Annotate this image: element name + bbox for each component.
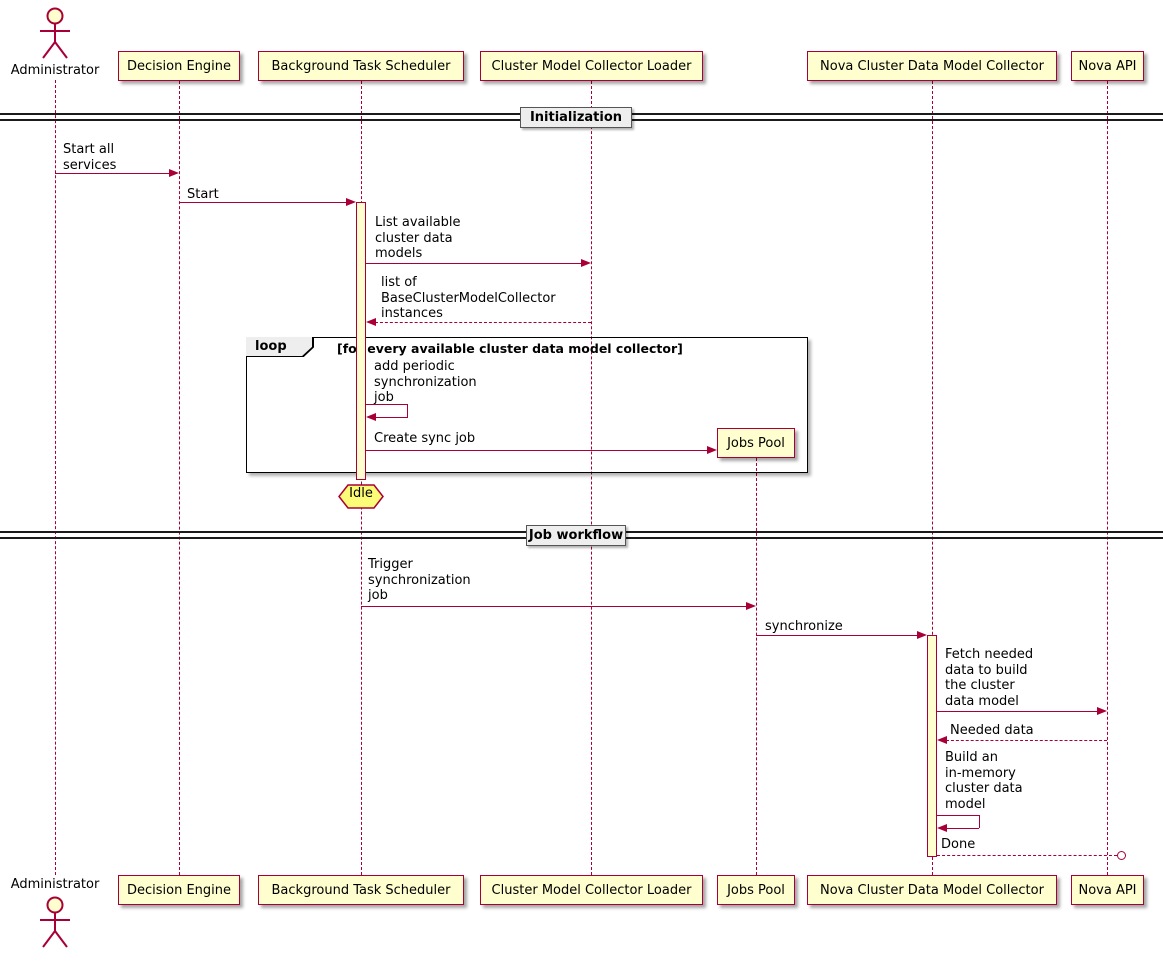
actor-name-bottom: Administrator bbox=[10, 877, 100, 892]
arrow-start-services bbox=[55, 173, 171, 174]
participant-loader-top: Cluster Model Collector Loader bbox=[480, 51, 703, 81]
lifeline-collector bbox=[932, 81, 933, 875]
arrowhead-left-icon bbox=[366, 318, 376, 326]
actor-name-top: Administrator bbox=[10, 63, 100, 78]
message-trigger: Trigger synchronization job bbox=[368, 557, 471, 603]
lifeline-decision-engine bbox=[179, 81, 180, 875]
message-start-services: Start all services bbox=[63, 142, 117, 173]
participant-scheduler-top: Background Task Scheduler bbox=[258, 51, 464, 81]
loop-frame: loop [for every available cluster data m… bbox=[246, 337, 808, 473]
arrowhead-right-icon bbox=[346, 198, 356, 206]
self-arrow-side bbox=[407, 404, 408, 417]
participant-nova-api-top: Nova API bbox=[1071, 51, 1144, 81]
actor-icon bbox=[40, 896, 70, 948]
arrowhead-left-icon bbox=[366, 413, 376, 421]
arrowhead-right-icon bbox=[707, 446, 717, 454]
lifeline-administrator bbox=[55, 80, 56, 875]
self-arrow-bottom bbox=[376, 417, 408, 418]
lost-message-circle-icon bbox=[1117, 851, 1126, 860]
participant-jobs-pool-created: Jobs Pool bbox=[717, 428, 795, 458]
participant-decision-engine-top: Decision Engine bbox=[118, 51, 240, 81]
lifeline-loader bbox=[591, 81, 592, 875]
self-arrow-top bbox=[937, 815, 980, 816]
message-list-return: list of BaseClusterModelCollector instan… bbox=[381, 275, 556, 321]
participant-scheduler-bottom: Background Task Scheduler bbox=[258, 875, 464, 905]
loop-tab: loop bbox=[246, 337, 314, 357]
activation-collector bbox=[927, 635, 937, 857]
message-needed-data: Needed data bbox=[950, 723, 1034, 738]
message-build: Build an in-memory cluster data model bbox=[945, 750, 1023, 812]
message-add-job: add periodic synchronization job bbox=[374, 359, 477, 405]
self-arrow-top bbox=[366, 404, 408, 405]
arrowhead-right-icon bbox=[1097, 707, 1107, 715]
actor-icon bbox=[40, 7, 70, 59]
idle-note-text: Idle bbox=[349, 486, 373, 501]
participant-decision-engine-bottom: Decision Engine bbox=[118, 875, 240, 905]
lifeline-nova-api bbox=[1107, 81, 1108, 875]
arrow-list-return bbox=[375, 322, 591, 323]
message-done: Done bbox=[941, 837, 976, 852]
participant-loader-bottom: Cluster Model Collector Loader bbox=[480, 875, 703, 905]
participant-collector-top: Nova Cluster Data Model Collector bbox=[807, 51, 1057, 81]
arrow-synchronize bbox=[756, 635, 918, 636]
message-fetch: Fetch needed data to build the cluster d… bbox=[945, 647, 1034, 709]
divider-initialization: Initialization bbox=[520, 107, 632, 128]
loop-keyword: loop bbox=[246, 337, 312, 356]
arrow-done bbox=[937, 855, 1117, 856]
idle-note: Idle bbox=[338, 484, 384, 509]
participant-collector-bottom: Nova Cluster Data Model Collector bbox=[807, 875, 1057, 905]
self-arrow-side bbox=[979, 815, 980, 828]
arrowhead-left-icon bbox=[937, 736, 947, 744]
arrow-list-models bbox=[366, 263, 582, 264]
arrow-needed-data bbox=[946, 740, 1107, 741]
self-arrow-bottom bbox=[947, 828, 979, 829]
arrow-start bbox=[179, 202, 347, 203]
message-synchronize: synchronize bbox=[765, 619, 843, 634]
activation-scheduler bbox=[356, 202, 366, 480]
arrowhead-left-icon bbox=[937, 824, 947, 832]
arrowhead-right-icon bbox=[917, 631, 927, 639]
participant-jobs-pool-bottom: Jobs Pool bbox=[717, 875, 795, 905]
arrow-fetch bbox=[937, 711, 1098, 712]
divider-job-workflow: Job workflow bbox=[526, 525, 626, 546]
arrowhead-right-icon bbox=[169, 169, 179, 177]
arrow-trigger bbox=[361, 606, 747, 607]
arrow-create-sync bbox=[366, 450, 708, 451]
lifeline-jobs-pool bbox=[756, 458, 757, 875]
message-start: Start bbox=[187, 187, 219, 202]
message-list-models: List available cluster data models bbox=[375, 215, 461, 261]
message-create-sync: Create sync job bbox=[374, 431, 476, 446]
loop-condition: [for every available cluster data model … bbox=[337, 341, 683, 356]
participant-nova-api-bottom: Nova API bbox=[1071, 875, 1144, 905]
hexagon-icon bbox=[338, 484, 384, 509]
arrowhead-right-icon bbox=[746, 602, 756, 610]
arrowhead-right-icon bbox=[581, 259, 591, 267]
